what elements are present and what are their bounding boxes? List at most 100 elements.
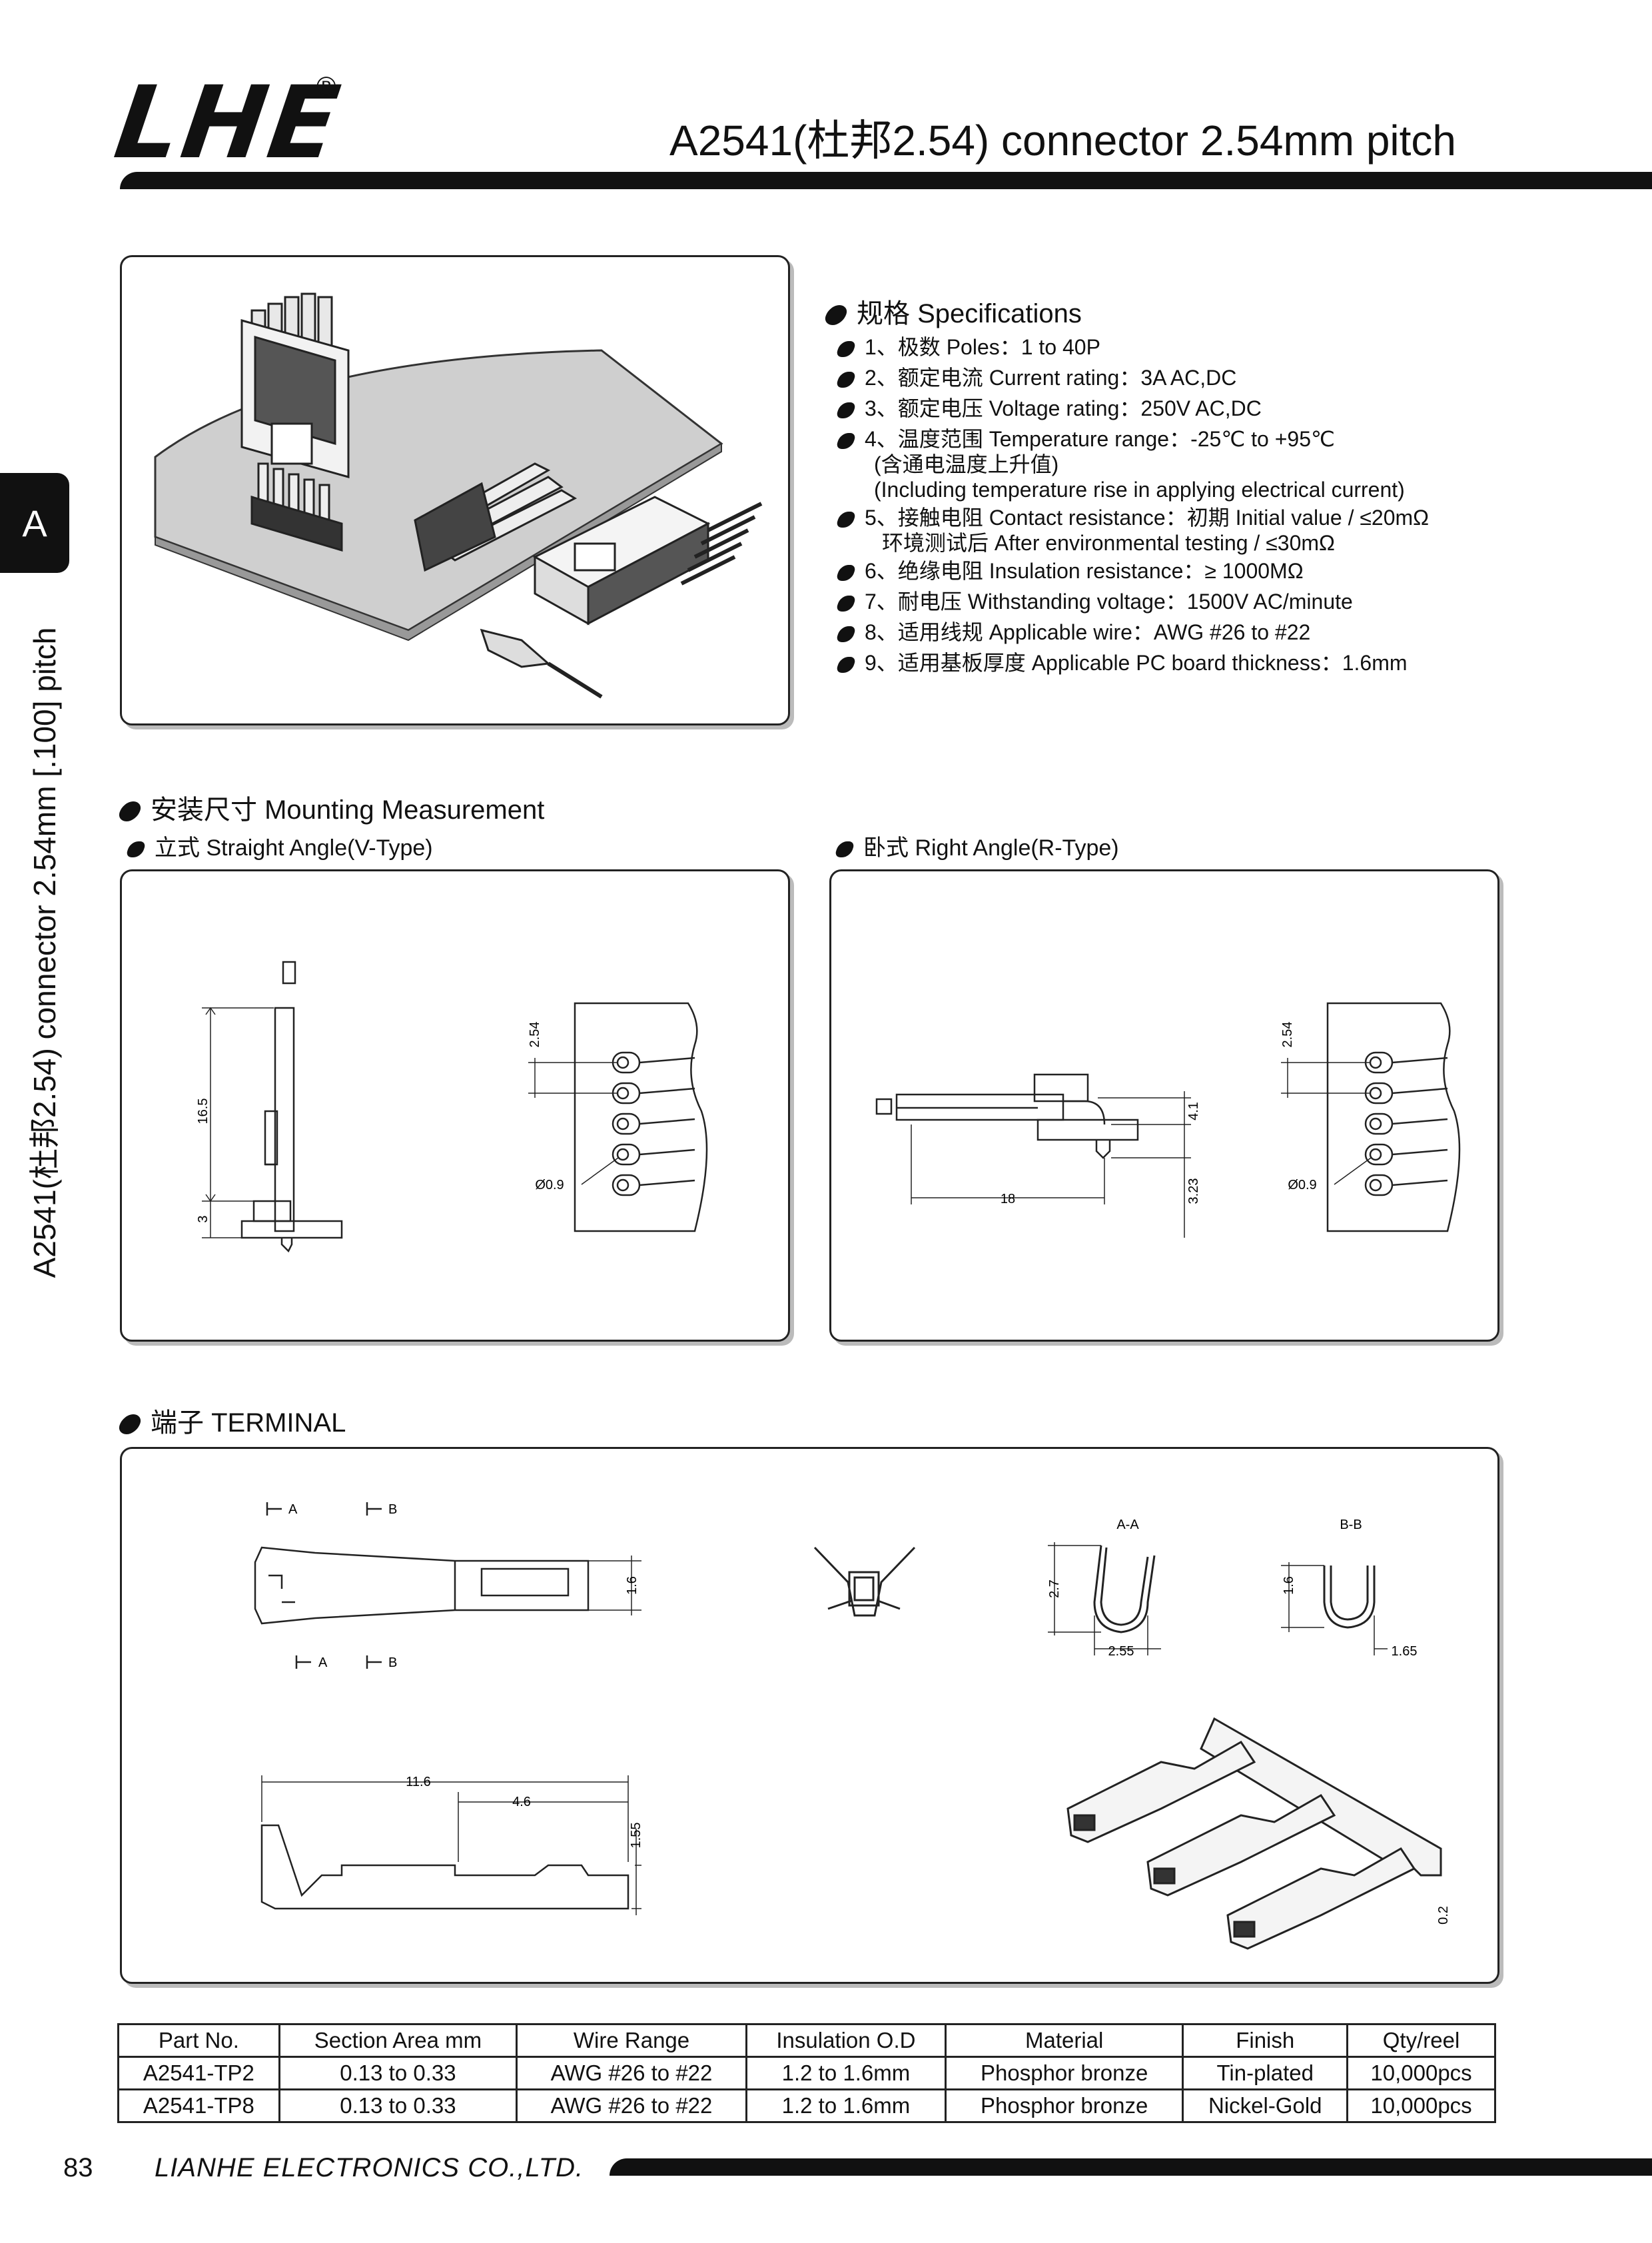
specifications-heading: 规格 Specifications <box>823 292 1082 330</box>
table-header-cell: Insulation O.D <box>745 2023 947 2058</box>
dim-right-hole: Ø0.9 <box>1288 1178 1316 1192</box>
spec-text: 2、额定电流 Current rating：3A AC,DC <box>865 366 1237 390</box>
spec-continuation: (Including temperature rise in applying … <box>874 478 1405 502</box>
table-cell: Phosphor bronze <box>944 2088 1184 2123</box>
bullet-icon <box>834 841 855 858</box>
section-a-bottom: A <box>318 1655 328 1670</box>
bullet-icon <box>125 841 147 858</box>
spec-text: 9、适用基板厚度 Applicable PC board thickness：1… <box>865 651 1408 675</box>
table-header-cell: Finish <box>1182 2023 1349 2058</box>
spec-item: 8、适用线规 Applicable wire：AWG #26 to #22 <box>835 617 1637 648</box>
spec-text: 5、接触电阻 Contact resistance：初期 Initial val… <box>865 506 1430 530</box>
dim-right-height: 4.1 <box>1186 1102 1201 1121</box>
table-header-cell: Qty/reel <box>1346 2023 1496 2058</box>
dim-right-drop: 3.23 <box>1186 1178 1201 1204</box>
spec-continuation: (含通电温度上升值) <box>874 452 1059 476</box>
bullet-icon <box>835 656 857 673</box>
mounting-heading-text: 安装尺寸 Mounting Measurement <box>151 795 545 825</box>
spec-item: 5、接触电阻 Contact resistance：初期 Initial val… <box>835 505 1637 556</box>
table-cell: AWG #26 to #22 <box>516 2056 747 2090</box>
spec-item: 9、适用基板厚度 Applicable PC board thickness：1… <box>835 648 1637 678</box>
table-cell: Phosphor bronze <box>944 2056 1184 2090</box>
terminal-heading-text: 端子 TERMINAL <box>151 1408 346 1438</box>
table-cell: 10,000pcs <box>1346 2056 1496 2090</box>
dim-right-length: 18 <box>1001 1192 1015 1206</box>
table-cell: A2541-TP2 <box>117 2056 280 2090</box>
spec-item: 6、绝缘电阻 Insulation resistance：≥ 1000MΩ <box>835 556 1637 586</box>
right-angle-drawing: 18 4.1 3.23 2.54 Ø0.9 <box>875 1002 1461 1238</box>
page-number: 83 <box>63 2153 93 2182</box>
connector-illustration <box>154 292 763 699</box>
right-angle-text: 卧式 Right Angle(R-Type) <box>863 835 1119 861</box>
dim-sub-length: 4.6 <box>512 1795 531 1809</box>
table-row: A2541-TP8 0.13 to 0.33 AWG #26 to #22 1.… <box>117 2088 1496 2123</box>
table-cell: Nickel-Gold <box>1182 2088 1349 2123</box>
table-cell: 0.13 to 0.33 <box>278 2056 518 2090</box>
table-cell: 1.2 to 1.6mm <box>745 2056 947 2090</box>
dim-aa-width: 2.55 <box>1108 1644 1134 1659</box>
dim-top-height: 1.6 <box>625 1576 639 1595</box>
dim-aa-height: 2.7 <box>1047 1579 1062 1598</box>
header-rule <box>120 172 1652 189</box>
table-header-cell: Material <box>944 2023 1184 2058</box>
table-cell: 0.13 to 0.33 <box>278 2088 518 2123</box>
product-image-panel <box>120 255 790 725</box>
spec-text: 3、额定电压 Voltage rating：250V AC,DC <box>865 396 1262 420</box>
specifications-list: 1、极数 Poles：1 to 40P 2、额定电流 Current ratin… <box>835 332 1637 678</box>
dim-side-height: 1.55 <box>629 1823 643 1849</box>
straight-angle-panel: 16.5 3 2.54 Ø0.9 <box>120 869 790 1342</box>
bullet-icon <box>835 402 857 418</box>
dim-strip: 0.2 <box>1436 1906 1451 1925</box>
page-title: A2541(杜邦2.54) connector 2.54mm pitch <box>669 117 1457 165</box>
section-aa-label: A-A <box>1116 1518 1139 1532</box>
terminal-drawing: A B A B 1.6 A-A 2.7 2.55 B-B <box>254 1502 1451 1950</box>
side-title: A2541(杜邦2.54) connector 2.54mm [.100] pi… <box>27 627 62 1278</box>
dim-straight-hole: Ø0.9 <box>535 1178 564 1192</box>
bullet-icon <box>117 801 143 822</box>
spec-continuation: 环境测试后 After environmental testing / ≤30m… <box>882 531 1335 555</box>
right-angle-panel: 18 4.1 3.23 2.54 Ø0.9 <box>829 869 1499 1342</box>
parts-table: Part No. Section Area mm Wire Range Insu… <box>117 2023 1496 2123</box>
bullet-icon <box>835 564 857 581</box>
spec-text: 4、温度范围 Temperature range：-25℃ to +95℃ <box>865 427 1335 451</box>
spec-item: 3、额定电压 Voltage rating：250V AC,DC <box>835 393 1637 424</box>
bullet-icon <box>835 595 857 612</box>
table-header-row: Part No. Section Area mm Wire Range Insu… <box>117 2023 1496 2058</box>
bullet-icon <box>835 511 857 528</box>
dim-right-pitch: 2.54 <box>1280 1022 1295 1048</box>
table-cell: A2541-TP8 <box>117 2088 280 2123</box>
table-header-cell: Wire Range <box>516 2023 747 2058</box>
table-cell: 10,000pcs <box>1346 2088 1496 2123</box>
mounting-heading: 安装尺寸 Mounting Measurement <box>117 788 545 827</box>
dim-bb-width: 1.65 <box>1392 1644 1418 1659</box>
spec-text: 1、极数 Poles：1 to 40P <box>865 335 1100 359</box>
spec-item: 1、极数 Poles：1 to 40P <box>835 332 1637 362</box>
dim-length: 11.6 <box>406 1775 430 1789</box>
section-tab: A <box>0 473 69 573</box>
spec-text: 8、适用线规 Applicable wire：AWG #26 to #22 <box>865 620 1311 644</box>
terminal-heading: 端子 TERMINAL <box>117 1401 346 1440</box>
section-a-top: A <box>288 1502 298 1517</box>
bullet-icon <box>835 432 857 449</box>
dim-bb-height: 1.6 <box>1282 1576 1296 1595</box>
straight-angle-label: 立式 Straight Angle(V-Type) <box>125 829 433 862</box>
spec-item: 7、耐电压 Withstanding voltage：1500V AC/minu… <box>835 586 1637 617</box>
dim-straight-pitch: 2.54 <box>528 1022 542 1048</box>
straight-angle-text: 立式 Straight Angle(V-Type) <box>155 835 433 861</box>
spec-item: 2、额定电流 Current rating：3A AC,DC <box>835 362 1637 393</box>
table-cell: AWG #26 to #22 <box>516 2088 747 2123</box>
table-cell: 1.2 to 1.6mm <box>745 2088 947 2123</box>
straight-angle-drawing: 16.5 3 2.54 Ø0.9 <box>196 961 708 1253</box>
section-bb-label: B-B <box>1340 1518 1362 1532</box>
specifications-heading-text: 规格 Specifications <box>857 299 1082 328</box>
bullet-icon <box>835 340 857 357</box>
bullet-icon <box>117 1414 143 1435</box>
company-name: LIANHE ELECTRONICS CO.,LTD. <box>155 2153 584 2182</box>
registered-mark: ® <box>316 72 336 101</box>
spec-item: 4、温度范围 Temperature range：-25℃ to +95℃ (含… <box>835 426 1637 502</box>
spec-text: 7、耐电压 Withstanding voltage：1500V AC/minu… <box>865 590 1353 614</box>
footer-rule <box>610 2158 1652 2176</box>
table-header-cell: Section Area mm <box>278 2023 518 2058</box>
terminal-panel: A B A B 1.6 A-A 2.7 2.55 B-B <box>120 1447 1499 1984</box>
dim-straight-bottom: 3 <box>196 1215 210 1222</box>
